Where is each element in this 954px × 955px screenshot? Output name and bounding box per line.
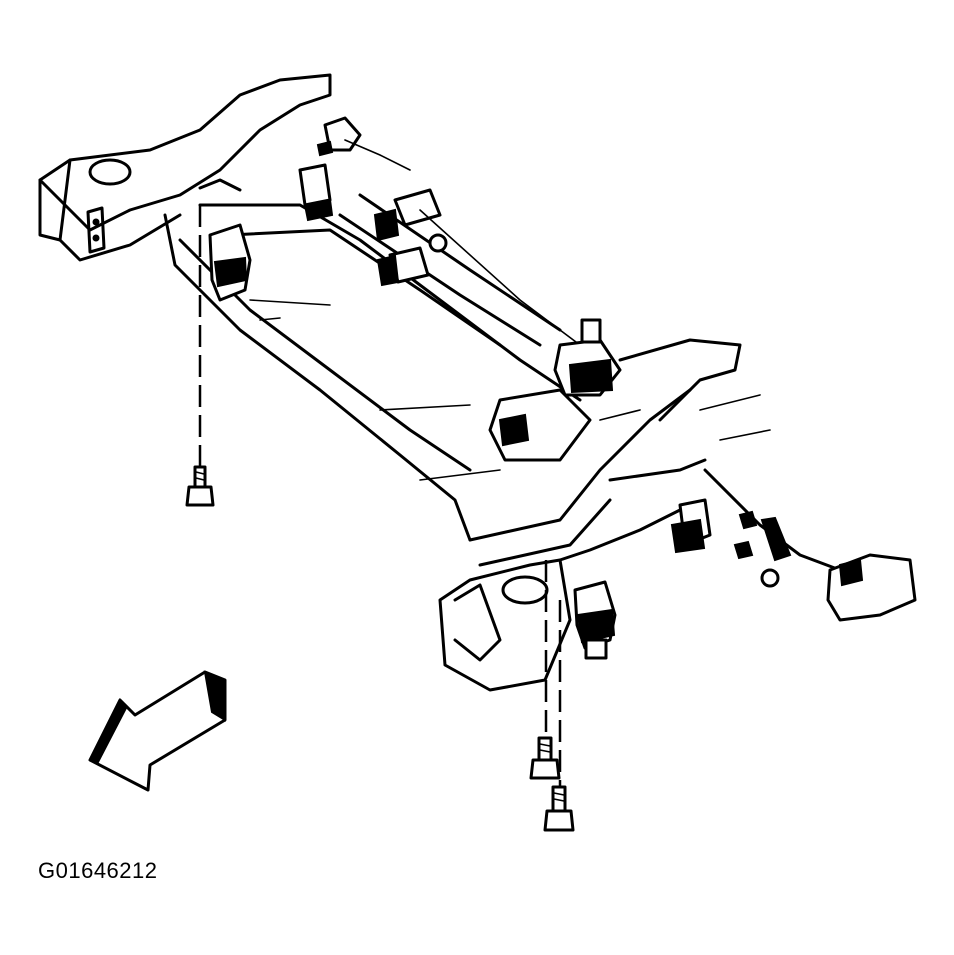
figure-id-label: G01646212 — [38, 858, 158, 883]
stabilizer-bushings — [373, 188, 601, 361]
bolt-icon — [543, 785, 575, 832]
steering-gear-assembly — [488, 318, 742, 462]
tie-rod-linkage — [608, 394, 917, 622]
bolt-icon — [529, 736, 561, 780]
bolt-icon — [185, 465, 215, 507]
front-direction-arrow-icon — [88, 670, 227, 792]
crossmember-right-end — [438, 388, 692, 692]
right-control-arm-mount — [573, 580, 617, 660]
left-control-arm-mount — [198, 116, 411, 302]
bolt-alignment-lines — [198, 205, 562, 790]
crossmember-left-end — [38, 73, 332, 262]
